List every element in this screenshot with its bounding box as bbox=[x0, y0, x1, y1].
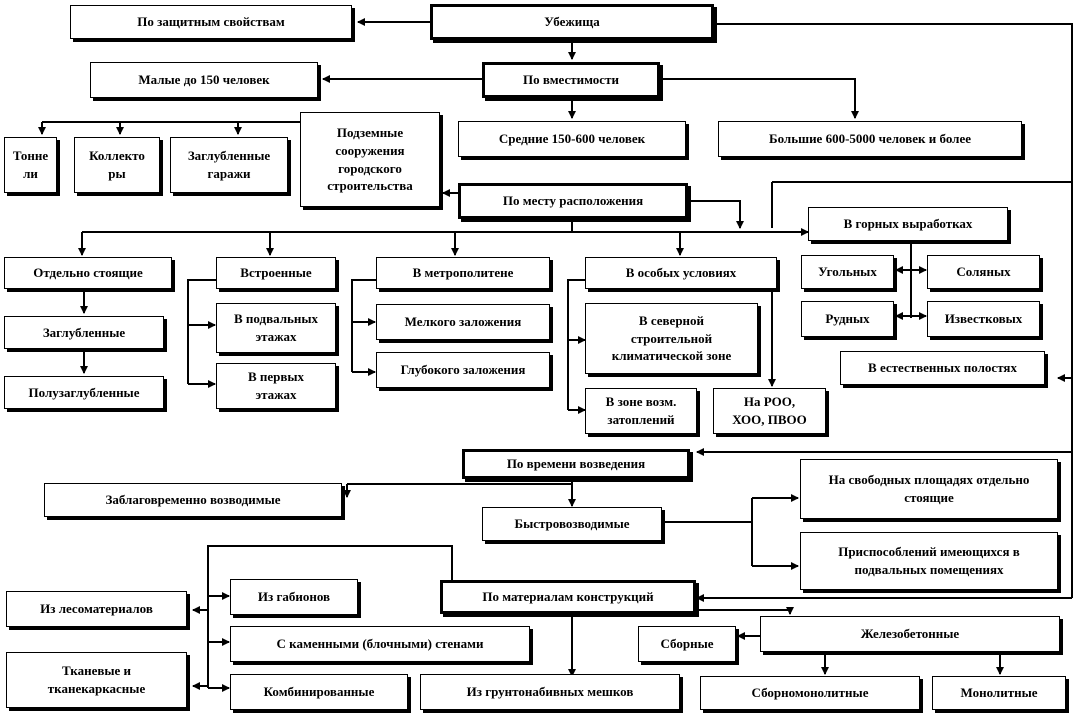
node-by-capacity-label: По вместимости bbox=[523, 72, 619, 88]
node-monolithic-label: Монолитные bbox=[960, 685, 1038, 701]
node-semi-deepened: Полузаглубленные bbox=[4, 376, 164, 409]
node-by-materials-label: По материалам конструкций bbox=[482, 589, 654, 605]
node-precast: Сборные bbox=[638, 626, 736, 662]
node-coal-label: Угольных bbox=[818, 264, 877, 280]
node-deep-depth: Глубокого заложения bbox=[376, 352, 550, 388]
node-standalone: Отдельно стоящие bbox=[4, 257, 172, 289]
node-by-location-label: По месту расположения bbox=[502, 193, 644, 209]
node-fabric: Тканевые и тканекаркасные bbox=[6, 652, 187, 708]
node-shallow-depth-label: Мелкого заложения bbox=[404, 314, 522, 330]
node-mining-label: В горных выработках bbox=[843, 216, 973, 232]
node-precast-monolithic-label: Сборномонолитные bbox=[751, 685, 869, 701]
node-monolithic: Монолитные bbox=[932, 676, 1066, 710]
node-capacity-medium: Средние 150-600 человек bbox=[458, 121, 686, 157]
node-flood-zone-label: В зоне возм. затоплений bbox=[605, 394, 677, 427]
node-northern-zone-label: В северной строительной климатической зо… bbox=[611, 313, 732, 364]
node-natural-cavities: В естественных полостях bbox=[840, 351, 1045, 385]
node-gabions-label: Из габионов bbox=[257, 589, 331, 605]
node-salt-label: Соляных bbox=[956, 264, 1011, 280]
node-root-shelters: Убежища bbox=[430, 4, 714, 40]
node-reinforced-concrete: Железобетонные bbox=[760, 616, 1060, 652]
node-capacity-large-label: Большие 600-5000 человек и более bbox=[769, 131, 971, 147]
node-mining: В горных выработках bbox=[808, 207, 1008, 241]
node-first-floors: В первых этажах bbox=[216, 363, 336, 409]
node-advance-built: Заблаговременно возводимые bbox=[44, 483, 342, 517]
node-reinforced-concrete-label: Железобетонные bbox=[860, 626, 960, 642]
node-collectors-label: Коллекто ры bbox=[89, 148, 145, 181]
node-by-construction-time-label: По времени возведения bbox=[506, 456, 646, 472]
node-adapted-basements: Приспособлений имеющихся в подвальных по… bbox=[800, 532, 1058, 590]
node-capacity-small-label: Малые до 150 человек bbox=[138, 72, 270, 88]
node-by-location: По месту расположения bbox=[458, 183, 688, 219]
node-gabions: Из габионов bbox=[230, 579, 358, 615]
node-combined-label: Комбинированные bbox=[263, 684, 375, 700]
node-root-shelters-label: Убежища bbox=[544, 14, 600, 30]
node-capacity-medium-label: Средние 150-600 человек bbox=[498, 131, 646, 147]
node-roo-hoo-pvoo-label: На РОО, ХОО, ПВОО bbox=[732, 394, 807, 427]
node-basement-floors-label: В подвальных этажах bbox=[233, 311, 319, 344]
node-fabric-label: Тканевые и тканекаркасные bbox=[47, 663, 146, 696]
node-rapid-built: Быстровозводимые bbox=[482, 507, 662, 541]
node-free-areas: На свободных площадях отдельно стоящие bbox=[800, 459, 1058, 519]
node-soil-bags: Из грунтонабивных мешков bbox=[420, 674, 680, 710]
node-basement-floors: В подвальных этажах bbox=[216, 303, 336, 353]
node-northern-zone: В северной строительной климатической зо… bbox=[585, 303, 758, 374]
node-deepened-garages: Заглубленные гаражи bbox=[170, 137, 288, 193]
node-by-protection: По защитным свойствам bbox=[70, 5, 352, 39]
node-flood-zone: В зоне возм. затоплений bbox=[585, 388, 697, 434]
node-adapted-basements-label: Приспособлений имеющихся в подвальных по… bbox=[838, 544, 1020, 577]
node-limestone-label: Известковых bbox=[944, 311, 1023, 327]
node-stone-walls-label: С каменными (блочными) стенами bbox=[276, 636, 484, 652]
node-underground-structures-label: Подземные сооружения городского строител… bbox=[327, 125, 413, 194]
node-by-capacity: По вместимости bbox=[482, 62, 660, 98]
node-limestone: Известковых bbox=[927, 301, 1040, 337]
node-tunnels: Тонне ли bbox=[4, 137, 57, 193]
node-semi-deepened-label: Полузаглубленные bbox=[28, 384, 140, 400]
node-metro: В метрополитене bbox=[376, 257, 550, 289]
node-built-in: Встроенные bbox=[216, 257, 336, 289]
node-collectors: Коллекто ры bbox=[74, 137, 160, 193]
node-capacity-small: Малые до 150 человек bbox=[90, 62, 318, 98]
node-underground-structures: Подземные сооружения городского строител… bbox=[300, 112, 440, 207]
node-combined: Комбинированные bbox=[230, 674, 408, 710]
node-shallow-depth: Мелкого заложения bbox=[376, 304, 550, 340]
node-precast-monolithic: Сборномонолитные bbox=[700, 676, 920, 710]
node-capacity-large: Большие 600-5000 человек и более bbox=[718, 121, 1022, 157]
node-free-areas-label: На свободных площадях отдельно стоящие bbox=[828, 472, 1030, 505]
node-roo-hoo-pvoo: На РОО, ХОО, ПВОО bbox=[713, 388, 826, 434]
node-deepened-label: Заглубленные bbox=[42, 324, 126, 340]
node-soil-bags-label: Из грунтонабивных мешков bbox=[466, 684, 634, 700]
node-stone-walls: С каменными (блочными) стенами bbox=[230, 626, 530, 662]
node-deep-depth-label: Глубокого заложения bbox=[400, 362, 526, 378]
node-ore-label: Рудных bbox=[825, 311, 870, 327]
node-tunnels-label: Тонне ли bbox=[12, 148, 49, 181]
node-standalone-label: Отдельно стоящие bbox=[33, 265, 143, 281]
node-by-materials: По материалам конструкций bbox=[440, 580, 696, 614]
node-salt: Соляных bbox=[927, 255, 1040, 289]
node-natural-cavities-label: В естественных полостях bbox=[868, 360, 1017, 376]
node-special-conditions-label: В особых условиях bbox=[625, 265, 737, 281]
node-timber: Из лесоматериалов bbox=[6, 591, 187, 627]
node-precast-label: Сборные bbox=[660, 636, 714, 652]
node-timber-label: Из лесоматериалов bbox=[40, 601, 153, 617]
node-metro-label: В метрополитене bbox=[412, 265, 514, 281]
node-special-conditions: В особых условиях bbox=[585, 257, 777, 289]
node-built-in-label: Встроенные bbox=[240, 265, 312, 281]
node-deepened-garages-label: Заглубленные гаражи bbox=[187, 148, 271, 181]
node-coal: Угольных bbox=[801, 255, 894, 289]
node-rapid-built-label: Быстровозводимые bbox=[514, 516, 630, 532]
node-advance-built-label: Заблаговременно возводимые bbox=[105, 492, 281, 508]
node-by-protection-label: По защитным свойствам bbox=[137, 14, 285, 30]
node-deepened: Заглубленные bbox=[4, 316, 164, 349]
node-ore: Рудных bbox=[801, 301, 894, 337]
node-first-floors-label: В первых этажах bbox=[247, 369, 305, 402]
node-by-construction-time: По времени возведения bbox=[462, 449, 690, 479]
